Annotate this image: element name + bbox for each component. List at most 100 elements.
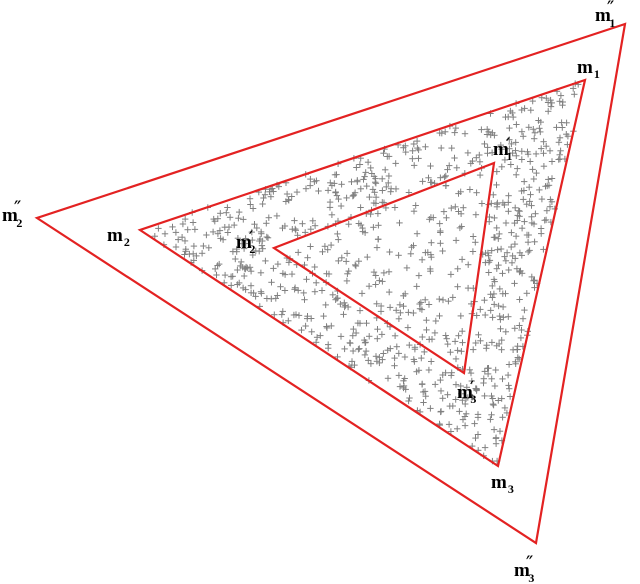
label-m2-double-prime: m″2 xyxy=(2,196,22,230)
scatter-point xyxy=(473,189,480,196)
scatter-point xyxy=(333,192,341,199)
scatter-point xyxy=(226,214,234,221)
scatter-point xyxy=(200,242,207,250)
scatter-point xyxy=(523,201,530,208)
scatter-point xyxy=(223,209,230,216)
scatter-point xyxy=(263,233,270,241)
scatter-point xyxy=(485,252,492,259)
scatter-point xyxy=(437,376,444,384)
scatter-point xyxy=(294,232,301,239)
scatter-point xyxy=(391,354,398,362)
scatter-point xyxy=(184,226,191,233)
scatter-point xyxy=(490,276,498,283)
scatter-point xyxy=(257,288,265,295)
scatter-point xyxy=(374,236,382,243)
scatter-point xyxy=(481,297,488,304)
scatter-point xyxy=(452,203,459,210)
scatter-point xyxy=(228,282,235,289)
scatter-point xyxy=(484,144,491,151)
scatter-point xyxy=(217,210,224,217)
scatter-point xyxy=(342,302,349,309)
scatter-point xyxy=(299,220,306,227)
scatter-point xyxy=(469,248,477,255)
scatter-point xyxy=(498,395,505,402)
scatter-point xyxy=(224,229,231,236)
scatter-point xyxy=(374,335,381,342)
scatter-point xyxy=(335,236,342,243)
scatter-point xyxy=(352,261,359,269)
scatter-point xyxy=(341,303,348,311)
scatter-point xyxy=(324,246,331,253)
scatter-point xyxy=(437,387,445,395)
scatter-point xyxy=(511,325,518,332)
label-m3: m3 xyxy=(491,472,514,496)
scatter-point xyxy=(506,385,513,392)
scatter-point xyxy=(179,220,187,228)
scatter-point xyxy=(451,338,459,345)
scatter-point xyxy=(437,240,444,247)
scatter-point xyxy=(490,426,498,433)
scatter-point xyxy=(498,346,505,353)
scatter-point xyxy=(175,236,182,243)
scatter-point xyxy=(384,375,392,382)
scatter-point xyxy=(321,243,329,250)
scatter-point xyxy=(501,156,509,164)
scatter-point xyxy=(488,247,495,254)
scatter-point xyxy=(333,295,340,302)
scatter-point xyxy=(244,264,251,272)
scatter-point xyxy=(536,186,543,194)
scatter-point xyxy=(496,428,504,435)
scatter-point xyxy=(516,208,523,215)
scatter-point xyxy=(526,247,533,254)
scatter-point xyxy=(400,384,407,392)
scatter-point xyxy=(285,197,292,204)
scatter-point xyxy=(331,180,338,187)
inner-triangle xyxy=(271,161,496,375)
scatter-point xyxy=(391,332,399,339)
scatter-point xyxy=(349,347,357,355)
scatter-point xyxy=(468,393,475,401)
scatter-point xyxy=(558,119,565,126)
scatter-point xyxy=(396,301,404,308)
scatter-point xyxy=(366,333,373,340)
scatter-point xyxy=(320,312,327,320)
scatter-point xyxy=(238,258,245,266)
scatter-point xyxy=(367,164,374,172)
scatter-point xyxy=(329,291,336,298)
scatter-point xyxy=(427,268,434,275)
scatter-point xyxy=(302,229,309,236)
scatter-point xyxy=(311,178,318,185)
scatter-point xyxy=(418,256,426,263)
scatter-point xyxy=(415,155,422,162)
scatter-point xyxy=(373,358,381,365)
scatter-point xyxy=(345,221,352,228)
scatter-point xyxy=(557,147,564,154)
scatter-point xyxy=(533,169,540,177)
scatter-point xyxy=(532,150,540,158)
scatter-point xyxy=(516,322,523,329)
scatter-point xyxy=(385,153,393,160)
scatter-point xyxy=(372,179,379,186)
scatter-point xyxy=(304,315,311,322)
scatter-point xyxy=(172,243,180,251)
scatter-point xyxy=(385,172,393,180)
scatter-point xyxy=(406,394,413,402)
scatter-point xyxy=(344,270,351,277)
scatter-point xyxy=(373,300,380,307)
scatter-point xyxy=(444,166,451,173)
scatter-point xyxy=(425,301,433,308)
scatter-point xyxy=(311,222,319,229)
scatter-point xyxy=(521,218,528,225)
scatter-point xyxy=(400,377,407,384)
scatter-point xyxy=(214,262,221,269)
scatter-point xyxy=(496,312,503,320)
scatter-point xyxy=(216,260,223,268)
scatter-point xyxy=(241,272,248,280)
scatter-point xyxy=(478,126,485,133)
scatter-point xyxy=(495,261,502,269)
scatter-point xyxy=(428,336,436,343)
scatter-point xyxy=(514,165,521,172)
scatter-point xyxy=(172,229,180,236)
scatter-point xyxy=(454,347,461,354)
scatter-point xyxy=(487,416,494,423)
